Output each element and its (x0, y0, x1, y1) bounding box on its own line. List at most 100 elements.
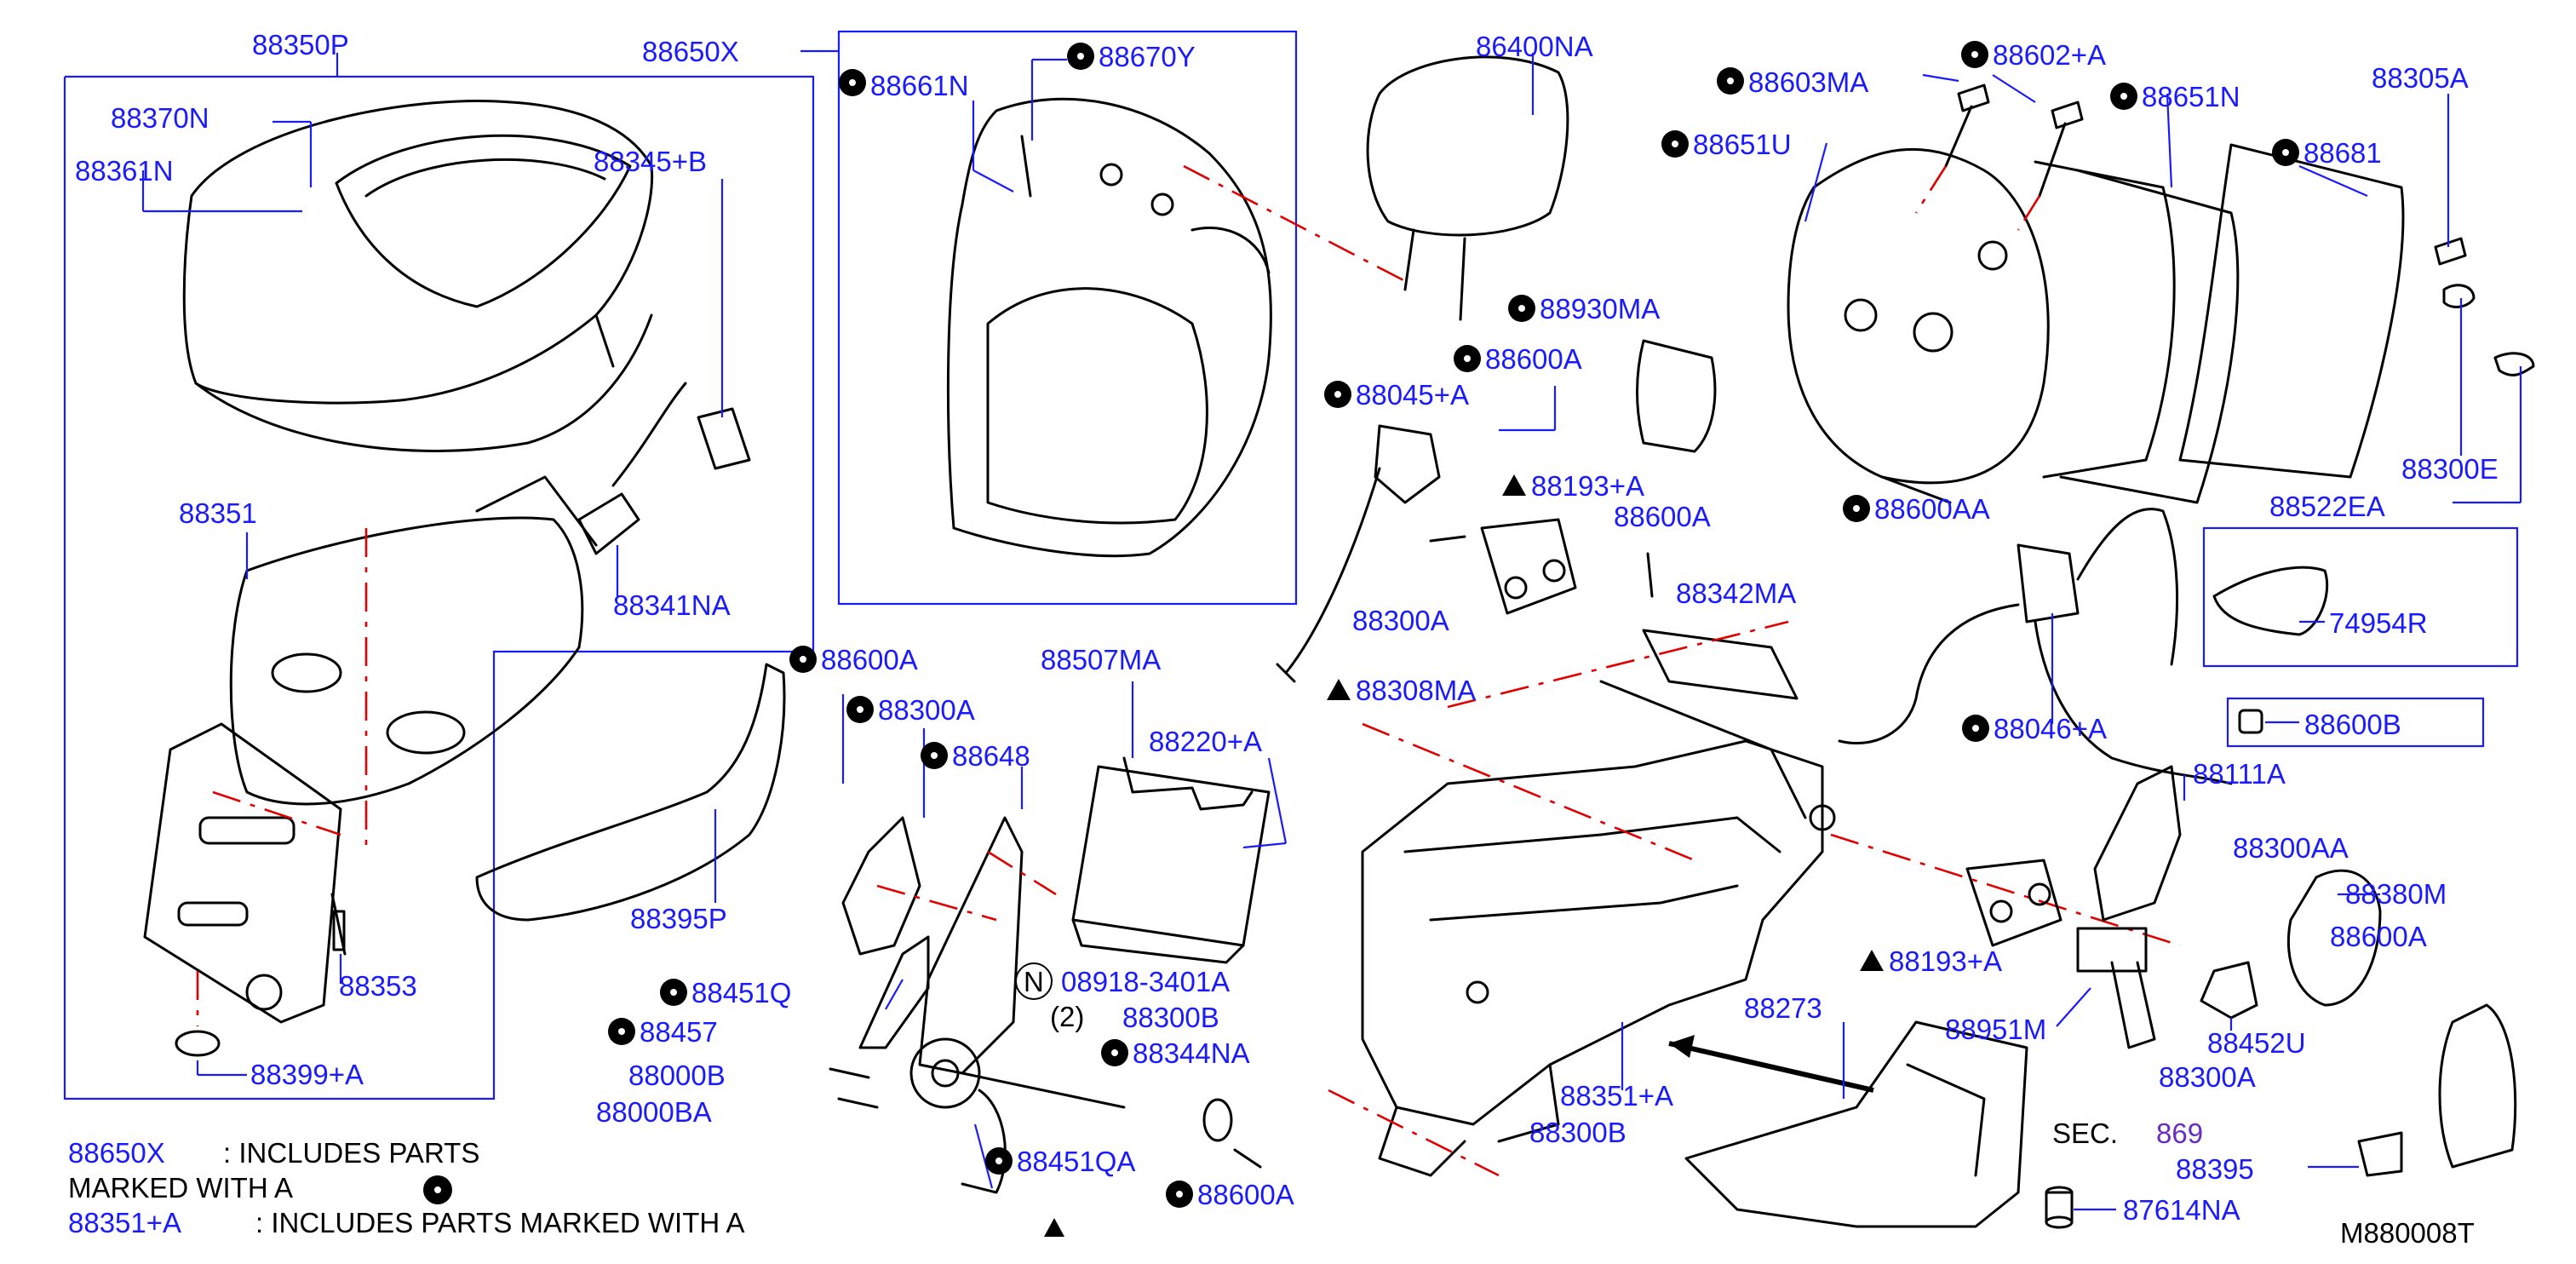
label-88600A-1: 88600A (1485, 343, 1582, 375)
label-88000BA: 88000BA (596, 1096, 712, 1128)
group-box-88350P (63, 75, 815, 1100)
label-88361N: 88361N (75, 155, 174, 187)
plate-74954R-illustration (2212, 566, 2329, 636)
label-88600B: 88600B (2304, 709, 2401, 740)
label-88305A: 88305A (2372, 62, 2469, 94)
storage-box-88220-illustration (1071, 756, 1271, 964)
label-88600A-4: 88600A (2330, 921, 2427, 952)
label-88600A-5: 88600A (1197, 1179, 1294, 1210)
label-88353: 88353 (339, 970, 417, 1002)
note-line1: : INCLUDES PARTS (223, 1137, 479, 1169)
label-08918-3401A: 08918-3401A (1061, 966, 1230, 997)
bolts-88603-88602-illustration (1914, 83, 2084, 231)
arrow-to-88273 (1668, 1041, 1874, 1093)
label-n-circle: N (1024, 966, 1044, 997)
label-88380M: 88380M (2345, 878, 2447, 910)
label-88651U: 88651U (1693, 129, 1792, 160)
label-88451Q: 88451Q (691, 977, 791, 1008)
cover-88452U-illustration (2200, 961, 2258, 1020)
label-88220A: 88220+A (1149, 726, 1262, 757)
note-line3: : INCLUDES PARTS MARKED WITH A (255, 1207, 745, 1238)
label-88300A-3: 88300A (2159, 1061, 2256, 1093)
recliner-88951M-illustration (2076, 765, 2182, 1049)
label-88399A: 88399+A (250, 1059, 364, 1090)
label-88452U: 88452U (2207, 1027, 2306, 1059)
cap-87614NA-illustration (2045, 1186, 2074, 1229)
label-88000B: 88000B (628, 1060, 726, 1091)
label-88351: 88351 (179, 497, 257, 529)
label-88308MA: 88308MA (1356, 675, 1476, 706)
note-line2: MARKED WITH A (68, 1172, 293, 1204)
label-88345B: 88345+B (594, 146, 707, 177)
label-88650X: 88650X (642, 36, 739, 67)
note-code-88650X: 88650X (68, 1137, 165, 1169)
group-box-88600B (2226, 697, 2485, 748)
seat-bracket-plate-illustration (143, 722, 347, 1024)
label-88951M: 88951M (1945, 1014, 2046, 1045)
label-sec: SEC. (2052, 1117, 2118, 1149)
label-86400NA: 86400NA (1476, 31, 1593, 62)
main-frame-illustration (1328, 620, 2181, 1177)
recliner-left-illustration (841, 816, 1233, 1194)
label-88351A: 88351+A (1560, 1080, 1673, 1112)
label-88045A: 88045+A (1356, 379, 1469, 411)
label-88395P: 88395P (630, 903, 727, 934)
label-88300AA: 88300AA (2233, 832, 2349, 864)
legend-notes: 88650X : INCLUDES PARTS MARKED WITH A 88… (68, 1137, 2475, 1249)
label-88344NA: 88344NA (1133, 1037, 1250, 1069)
seat-cushion-illustration (182, 99, 654, 452)
clip-88399-illustration (175, 1030, 221, 1057)
label-88507MA: 88507MA (1041, 644, 1161, 675)
label-88341NA: 88341NA (613, 589, 731, 621)
group-box-74954R (2202, 526, 2519, 668)
diagram-code: M880008T (2340, 1217, 2475, 1249)
label-74954R: 74954R (2329, 607, 2428, 639)
label-88600AA: 88600AA (1874, 493, 1990, 525)
nut-88600B-illustration (2238, 709, 2263, 734)
label-88930MA: 88930MA (1540, 293, 1660, 325)
note-code-88351A: 88351+A (68, 1207, 181, 1238)
label-sec-869: 869 (2156, 1117, 2203, 1149)
cushion-frame-illustration (229, 475, 598, 852)
label-88342MA: 88342MA (1676, 577, 1796, 609)
bracket-88273-illustration (1684, 1020, 2028, 1228)
label-88451QA: 88451QA (1017, 1146, 1135, 1177)
labels: 88350P 88370N 88361N 88345+B 88351 88341… (75, 29, 2499, 1226)
cover-88380M-illustration (2286, 869, 2382, 1007)
screw-clip-88305-88300E-illustration (2434, 237, 2535, 376)
hinge-88193-bottom-illustration (1965, 859, 2063, 947)
bolt-88600A-mid-illustration (1646, 552, 1654, 598)
label-88111A: 88111A (2193, 758, 2286, 790)
headrest-illustration (1183, 55, 1569, 321)
hinge-88193-top-illustration (1429, 518, 1577, 615)
label-88648: 88648 (952, 740, 1030, 772)
label-88600A-2: 88600A (1614, 501, 1711, 532)
label-88661N: 88661N (870, 70, 969, 101)
label-88350P: 88350P (252, 29, 349, 60)
label-88681: 88681 (2303, 137, 2382, 169)
label-88046A: 88046+A (1994, 713, 2107, 744)
seat-back-illustration (946, 97, 1272, 558)
note-triangle-symbol (1044, 1218, 1064, 1237)
label-88300A-1: 88300A (1352, 605, 1449, 636)
label-88522EA: 88522EA (2269, 491, 2385, 522)
label-88395: 88395 (2176, 1153, 2254, 1185)
recliner-cable-88046-illustration (1838, 508, 2233, 785)
label-88457: 88457 (640, 1016, 718, 1048)
seat-back-frame-illustration (1787, 143, 2405, 504)
label-88600A-3: 88600A (821, 644, 918, 675)
group-box-88650X (837, 30, 1298, 606)
label-88603MA: 88603MA (1748, 66, 1868, 98)
bracket-88342MA-illustration (1642, 629, 1799, 700)
latch-cable-88045-illustration (1276, 424, 1441, 683)
harness-clip-illustration (577, 382, 751, 555)
label-88651N: 88651N (2142, 81, 2240, 112)
label-88602A: 88602+A (1993, 39, 2106, 71)
label-88273: 88273 (1744, 992, 1822, 1024)
label-88193A-2: 88193+A (1889, 945, 2002, 977)
label-88300E: 88300E (2401, 453, 2499, 485)
side-trim-88395P-illustration (475, 663, 786, 922)
label-88370N: 88370N (111, 102, 209, 134)
label-87614NA: 87614NA (2123, 1194, 2240, 1226)
